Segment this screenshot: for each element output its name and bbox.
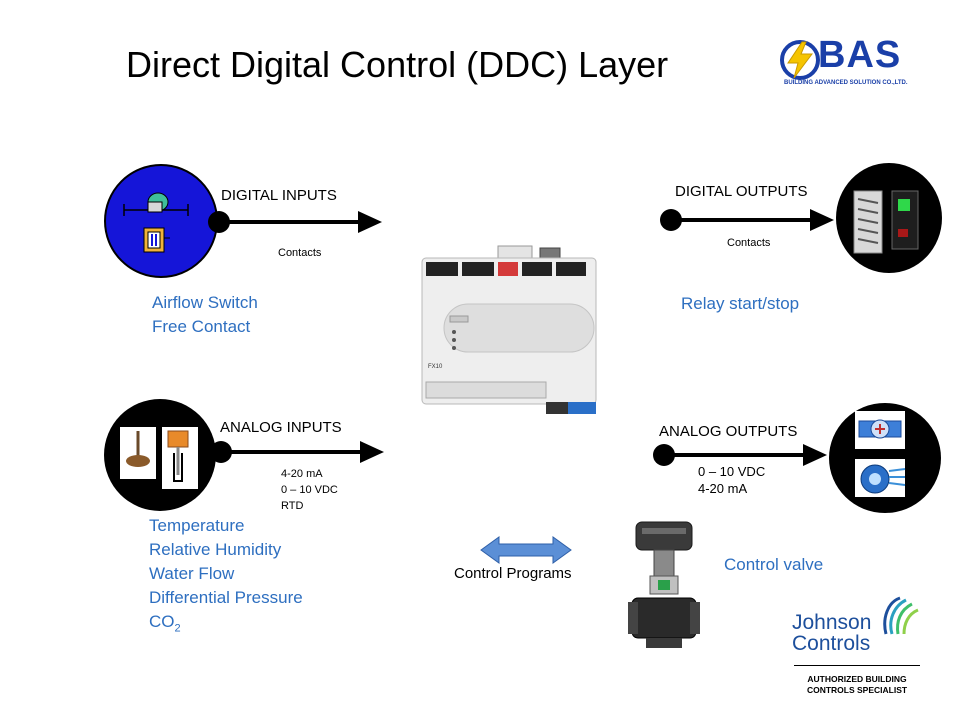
- jc-line1: Johnson: [792, 611, 872, 634]
- digital-outputs-label: DIGITAL OUTPUTS: [675, 183, 808, 200]
- example-free-contact: Free Contact: [152, 317, 251, 336]
- example-temperature: Temperature: [149, 516, 245, 535]
- signal-4-20ma: 4-20 mA: [281, 468, 323, 480]
- example-water-flow: Water Flow: [149, 564, 235, 583]
- jc-badge: AUTHORIZED BUILDING CONTROLS SPECIALIST: [794, 674, 920, 696]
- ddc-controller-image: FX10: [420, 244, 600, 418]
- control-programs-double-arrow: [480, 536, 572, 564]
- actuator-icon: [855, 411, 906, 497]
- relay-panel-icon: [853, 190, 919, 254]
- jc-divider: [794, 665, 920, 666]
- digital-outputs-device-circle: [836, 163, 942, 273]
- signal-0-10vdc: 0 – 10 VDC: [698, 464, 766, 479]
- controller-icon: [421, 245, 597, 414]
- digital-inputs-arrow: [208, 211, 382, 233]
- example-relay-start-stop: Relay start/stop: [681, 294, 800, 313]
- co2-base: CO: [149, 612, 175, 631]
- analog-outputs-signals: 0 – 10 VDC 4-20 mA: [698, 463, 765, 497]
- analog-outputs-arrow: [653, 444, 827, 466]
- co2-subscript: 2: [174, 622, 181, 635]
- signal-rtd: RTD: [281, 500, 304, 512]
- analog-inputs-arrow: [210, 441, 384, 463]
- signal-4-20ma: 4-20 mA: [698, 481, 748, 496]
- controller-model: FX10: [428, 364, 443, 370]
- digital-inputs-device-circle: [104, 164, 218, 278]
- analog-inputs-label: ANALOG INPUTS: [220, 419, 342, 436]
- temperature-sensor-icon: [120, 427, 198, 489]
- bas-logo-word: BAS: [818, 34, 902, 76]
- johnson-controls-logo: Johnson Controls AUTHORIZED BUILDING CON…: [790, 594, 926, 704]
- control-valve-label: Control valve: [724, 555, 824, 574]
- page-title: Direct Digital Control (DDC) Layer: [126, 44, 669, 85]
- bas-logo-icon: [780, 40, 820, 80]
- digital-inputs-signal: Contacts: [278, 247, 322, 259]
- example-airflow-switch: Airflow Switch: [152, 293, 258, 312]
- bas-logo-subtitle: BUILDING ADVANCED SOLUTION CO.,LTD.: [784, 80, 908, 86]
- example-co2: CO2: [149, 610, 303, 640]
- control-programs-label: Control Programs: [454, 565, 572, 582]
- bas-logo: BAS BUILDING ADVANCED SOLUTION CO.,LTD.: [778, 34, 928, 88]
- analog-outputs-label: ANALOG OUTPUTS: [659, 423, 798, 440]
- example-differential-pressure: Differential Pressure: [149, 588, 303, 607]
- digital-inputs-examples: Airflow Switch Free Contact: [152, 291, 258, 339]
- analog-inputs-device-circle: [104, 399, 216, 511]
- digital-inputs-label: DIGITAL INPUTS: [221, 187, 337, 204]
- signal-0-10vdc: 0 – 10 VDC: [281, 484, 338, 496]
- analog-inputs-examples: Temperature Relative Humidity Water Flow…: [149, 514, 303, 640]
- airflow-switch-icon: [123, 192, 189, 253]
- example-relative-humidity: Relative Humidity: [149, 540, 282, 559]
- johnson-controls-swirl-icon: [883, 596, 919, 635]
- jc-badge-line2: CONTROLS SPECIALIST: [806, 685, 908, 695]
- digital-outputs-signal: Contacts: [727, 237, 771, 249]
- control-valve-icon: [628, 521, 700, 648]
- analog-inputs-signals: 4-20 mA 0 – 10 VDC RTD: [281, 466, 338, 514]
- jc-line2: Controls: [792, 632, 871, 655]
- analog-outputs-device-circle: [829, 403, 941, 513]
- digital-outputs-arrow: [660, 209, 834, 231]
- jc-badge-line1: AUTHORIZED BUILDING: [807, 674, 907, 684]
